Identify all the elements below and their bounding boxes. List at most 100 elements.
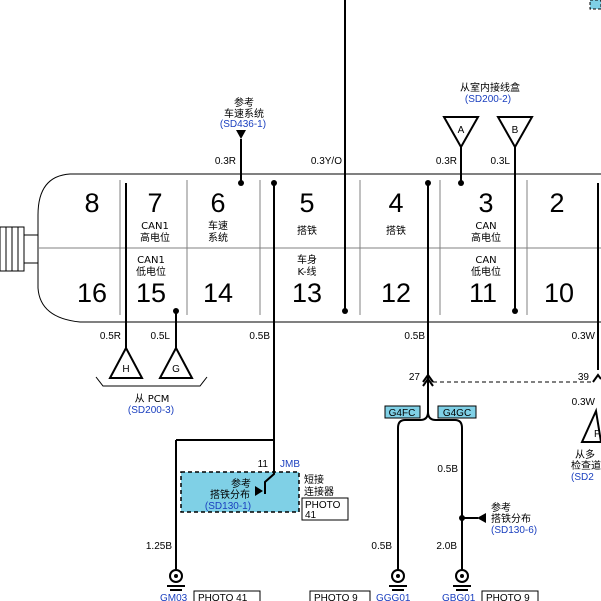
jmb-photo-2: 41 <box>305 510 317 521</box>
pcm-ref-title: 从 PCM <box>135 394 170 405</box>
jmb-name: JMB <box>280 459 300 470</box>
pin-13-label-b: K-线 <box>297 265 316 278</box>
ground-ggg01-icon <box>389 569 407 591</box>
pin-3-label-b: 高电位 <box>471 231 501 244</box>
wire-label-ggg01: 0.5B <box>371 541 392 552</box>
short-connector-label-1: 短接 <box>304 473 324 486</box>
g4gc-box <box>437 405 477 419</box>
pin-4: 4 <box>388 188 403 218</box>
pin-12: 12 <box>381 278 411 308</box>
wire-pin12-dot <box>425 180 431 186</box>
pin-7-label-a: CAN1 <box>141 221 169 232</box>
connector-27-bend-b <box>422 377 434 387</box>
pin-6-label-b: 系统 <box>208 231 228 244</box>
jmb-box-title: 参考 <box>231 477 251 490</box>
short-connector-label-2: 连接器 <box>304 485 334 498</box>
pin-6: 6 <box>210 188 225 218</box>
wire-label-16: 0.5R <box>100 331 121 342</box>
gbg01-label: GBG01 <box>442 593 476 601</box>
pin-8: 8 <box>84 188 99 218</box>
pin-7: 7 <box>147 188 162 218</box>
pin-15-label-a: CAN1 <box>137 255 165 266</box>
connector-h-label: H <box>122 364 129 375</box>
diagnostic-connector <box>37 173 601 323</box>
pin-14: 14 <box>203 278 233 308</box>
ground-ref-code: (SD130-6) <box>491 525 537 536</box>
wire-label-gbg01: 2.0B <box>436 541 457 552</box>
connector-g-label: G <box>172 364 180 375</box>
pin-11: 11 <box>469 278 497 308</box>
g4fc-label: G4FC <box>389 408 416 419</box>
connector-27-label: 27 <box>409 372 421 383</box>
connector-b <box>496 116 534 314</box>
wire-pin13-dot <box>342 308 348 314</box>
pin-13: 13 <box>292 278 322 308</box>
speed-ref-title: 参考 <box>234 96 254 109</box>
ground-gm03-icon <box>167 569 185 591</box>
ground-gbg01-icon <box>453 569 471 591</box>
speed-ref-code: (SD436-1) <box>220 119 266 130</box>
pin-15: 15 <box>136 278 166 308</box>
pcm-bracket <box>95 376 208 387</box>
jmb-box <box>180 471 300 513</box>
wire-label-3: 0.3R <box>436 156 457 167</box>
pin-5: 5 <box>299 188 314 218</box>
connector-bracket <box>0 226 38 272</box>
wire-label-6: 0.3R <box>215 156 236 167</box>
jmb-box-line2: 搭铁分布 <box>210 488 250 501</box>
wire-pin16 <box>108 183 144 379</box>
pcm-ref-code: (SD200-3) <box>128 405 174 416</box>
pin-10: 10 <box>544 278 574 308</box>
connector-b-label: B <box>512 125 519 136</box>
pin-16: 16 <box>77 278 107 308</box>
jmb-photo-box <box>301 497 349 521</box>
wire-label-11: 0.3L <box>491 156 511 167</box>
photo9a: PHOTO 9 <box>314 593 358 601</box>
ground-split-right <box>427 411 463 570</box>
pin-6-label-a: 车速 <box>208 219 228 232</box>
wire-label-g4gc: 0.5B <box>437 464 458 475</box>
gm03-photo-box <box>193 590 261 601</box>
jb-ref-code: (SD200-2) <box>465 94 511 105</box>
g4fc-box <box>384 405 421 419</box>
connector-f-label: F <box>594 429 600 440</box>
g4gc-label: G4GC <box>443 408 471 419</box>
connector-39-label: 39 <box>578 372 590 383</box>
pin-2: 2 <box>549 188 564 218</box>
ground-ref-title: 参考 <box>491 501 511 514</box>
gm03-label: GM03 <box>160 593 188 601</box>
connector-f <box>580 407 601 443</box>
wire-pin15 <box>158 308 194 379</box>
jmb-arrow <box>255 486 263 496</box>
wire-pin5-dot <box>271 180 277 186</box>
connector-27-bend <box>422 373 434 383</box>
wire-label-10: 0.3W <box>572 331 596 342</box>
connector-a <box>442 116 480 186</box>
wire-label-10b: 0.3W <box>572 397 596 408</box>
photo9b-box <box>481 590 539 601</box>
pin-7-label-b: 高电位 <box>140 231 170 244</box>
connector-39-bend <box>592 373 601 383</box>
pin-4-label: 搭铁 <box>386 224 406 237</box>
pin-5-label: 搭铁 <box>297 224 317 237</box>
pin-11-label-a: CAN <box>475 255 496 266</box>
jb-ref-title: 从室内接线盒 <box>460 81 520 94</box>
speed-ref-line2: 车速系统 <box>224 107 264 120</box>
jmb-box-code: (SD130-1) <box>205 501 251 512</box>
wire-pin6 <box>236 130 246 186</box>
pin-3: 3 <box>478 188 493 218</box>
wire-label-15: 0.5L <box>151 331 171 342</box>
pin-15-label-b: 低电位 <box>136 265 166 278</box>
wire-label-5: 0.3Y/O <box>311 156 342 167</box>
photo9b: PHOTO 9 <box>486 593 530 601</box>
jmb-pin: 11 <box>258 459 269 470</box>
photo9a-box <box>309 590 371 601</box>
pin-3-label-a: CAN <box>475 221 496 232</box>
ggg01-label: GGG01 <box>376 593 411 601</box>
ground-ref-line2: 搭铁分布 <box>491 512 531 525</box>
connector-a-label: A <box>458 125 465 136</box>
jmb-photo-1: PHOTO <box>305 500 341 511</box>
wire-label-gm03: 1.25B <box>146 541 172 552</box>
pin-11-label-b: 低电位 <box>471 265 501 278</box>
wire-label-12: 0.5B <box>404 331 425 342</box>
